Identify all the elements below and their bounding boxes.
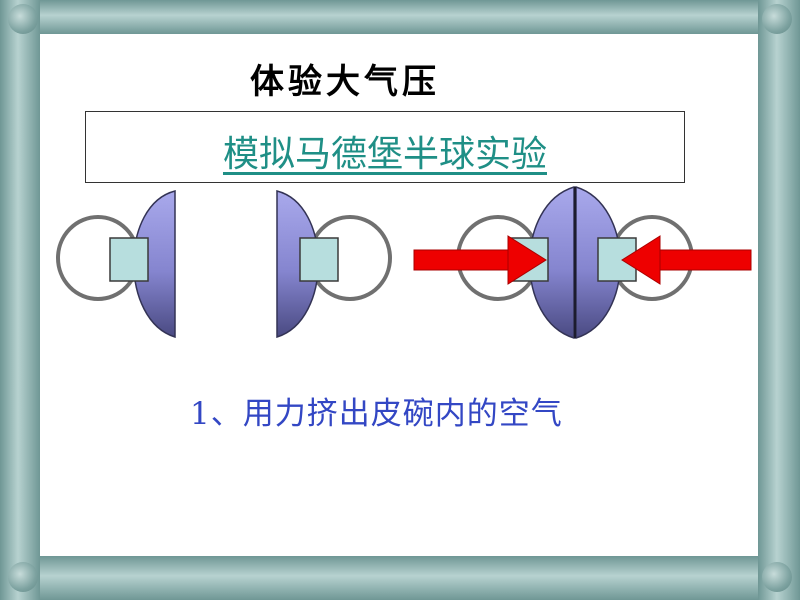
frame-corner-bottom-left [8,562,38,592]
push-arrow-icon [413,235,547,285]
frame-top [0,0,800,34]
frame-corner-top-left [8,4,38,34]
suction-cup-icon [56,190,176,339]
frame-corner-bottom-right [762,562,792,592]
push-arrow-icon [621,235,752,285]
suction-cup-icon [276,190,392,339]
experiment-link[interactable]: 模拟马德堡半球实验 [222,134,547,175]
frame-right [758,0,800,600]
step-instruction: 1、用力挤出皮碗内的空气 [190,396,563,432]
joined-cups [456,185,694,340]
frame-bottom [0,556,800,600]
frame-corner-top-right [762,4,792,34]
cup-handle-block [109,237,149,282]
slide-title: 体验大气压 [250,62,440,102]
title-box: 模拟马德堡半球实验 [85,111,685,183]
cup-handle-block [299,237,339,282]
frame-left [0,0,40,600]
